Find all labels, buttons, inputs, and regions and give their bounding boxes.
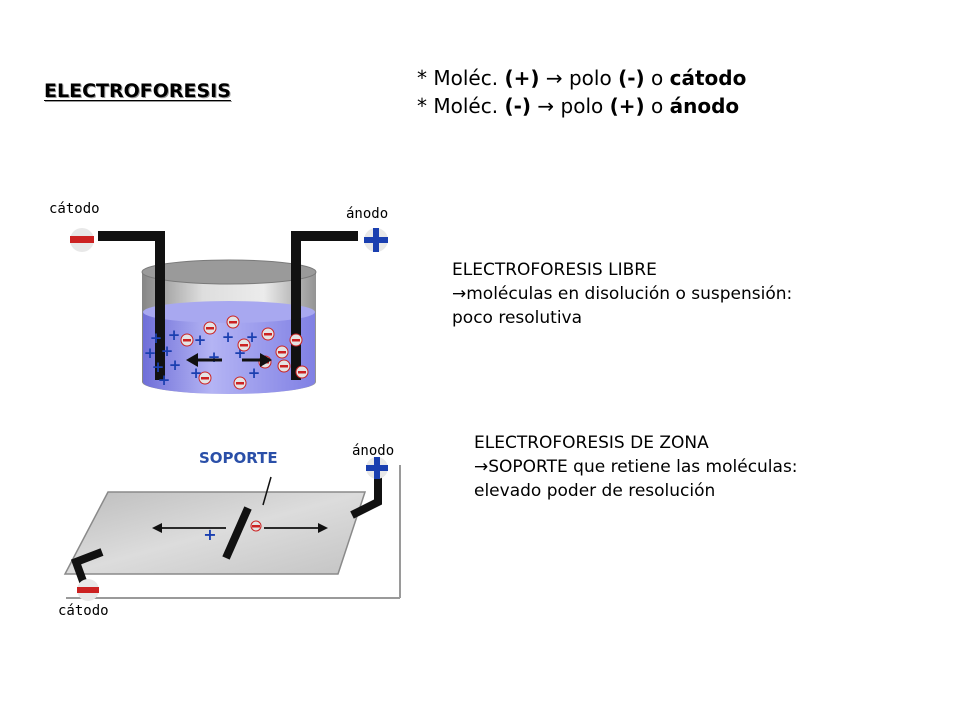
svg-text:+: + bbox=[161, 342, 174, 360]
migration-rules: * Moléc. (+) → polo (-) o cátodo * Moléc… bbox=[417, 64, 746, 120]
cathode-label: cátodo bbox=[58, 603, 109, 619]
cathode-label: cátodo bbox=[49, 201, 100, 217]
rule-molecule: Moléc. bbox=[433, 94, 499, 118]
zone-line-2: elevado poder de resolución bbox=[474, 481, 716, 501]
plus-sign-icon bbox=[364, 228, 388, 252]
rule-positive: * Moléc. (+) → polo (-) o cátodo bbox=[417, 64, 746, 92]
rule-pole: polo bbox=[560, 94, 604, 118]
svg-text:+: + bbox=[194, 331, 207, 349]
zone-heading: ELECTROFORESIS DE ZONA bbox=[474, 433, 709, 453]
cathode-clip bbox=[70, 548, 104, 586]
anode-label: ánodo bbox=[346, 206, 389, 222]
rule-electrode: ánodo bbox=[669, 94, 740, 118]
negative-ion-icon bbox=[250, 520, 262, 532]
bullet-star: * bbox=[417, 94, 427, 118]
svg-text:+: + bbox=[222, 328, 235, 346]
support-strip bbox=[63, 491, 367, 575]
free-line-2: poco resolutiva bbox=[452, 308, 583, 328]
svg-text:+: + bbox=[150, 329, 163, 347]
svg-text:+: + bbox=[169, 356, 182, 374]
free-electrophoresis-diagram: +++ +++ +++ +++ ++ bbox=[70, 228, 388, 394]
positive-ion-icon: + bbox=[203, 525, 216, 544]
zone-electrophoresis-text: ELECTROFORESIS DE ZONA →SOPORTE que reti… bbox=[474, 431, 798, 503]
minus-sign-icon bbox=[70, 228, 94, 252]
anode-clip bbox=[350, 472, 382, 519]
svg-text:+: + bbox=[158, 371, 171, 389]
free-line-1: →moléculas en disolución o suspensión: bbox=[452, 282, 792, 306]
rule-electrode: cátodo bbox=[669, 66, 747, 90]
svg-text:+: + bbox=[168, 326, 181, 344]
beaker-rim bbox=[141, 259, 317, 285]
rule-or: o bbox=[651, 66, 664, 90]
rule-or: o bbox=[651, 94, 664, 118]
bullet-star: * bbox=[417, 66, 427, 90]
arrow-right-icon: → bbox=[452, 284, 467, 304]
svg-text:+: + bbox=[208, 348, 221, 366]
anode-label: ánodo bbox=[352, 443, 395, 459]
rule-pole-sign: (+) bbox=[609, 94, 645, 118]
page-title: ELECTROFORESIS bbox=[44, 80, 231, 102]
rule-sign: (+) bbox=[504, 66, 540, 90]
zone-electrophoresis-diagram: + bbox=[63, 457, 401, 601]
support-label: SOPORTE bbox=[199, 449, 278, 467]
svg-text:+: + bbox=[152, 358, 165, 376]
free-line-1-text: moléculas en disolución o suspensión: bbox=[466, 284, 793, 304]
cathode-electrode bbox=[98, 231, 165, 380]
arrow-right-icon: → bbox=[537, 94, 555, 118]
free-electrophoresis-text: ELECTROFORESIS LIBRE →moléculas en disol… bbox=[452, 258, 792, 330]
svg-text:+: + bbox=[248, 364, 261, 382]
migration-arrows bbox=[152, 523, 328, 533]
free-heading: ELECTROFORESIS LIBRE bbox=[452, 260, 657, 280]
plus-sign-icon bbox=[366, 457, 388, 479]
rule-sign: (-) bbox=[504, 94, 532, 118]
zone-line-1-text: SOPORTE que retiene las moléculas: bbox=[488, 457, 798, 477]
anode-electrode bbox=[291, 231, 358, 380]
rule-molecule: Moléc. bbox=[433, 66, 499, 90]
rule-pole: polo bbox=[568, 66, 612, 90]
sample-application-line bbox=[222, 506, 252, 560]
zone-line-1: →SOPORTE que retiene las moléculas: bbox=[474, 455, 798, 479]
minus-sign-icon bbox=[77, 579, 99, 601]
arrow-right-icon: → bbox=[545, 66, 563, 90]
rule-negative: * Moléc. (-) → polo (+) o ánodo bbox=[417, 92, 746, 120]
support-pointer-line bbox=[262, 476, 272, 506]
rule-pole-sign: (-) bbox=[618, 66, 645, 90]
liquid-surface bbox=[143, 301, 315, 323]
migration-arrows bbox=[186, 353, 272, 367]
arrow-right-icon: → bbox=[474, 457, 489, 477]
svg-text:+: + bbox=[144, 344, 157, 362]
